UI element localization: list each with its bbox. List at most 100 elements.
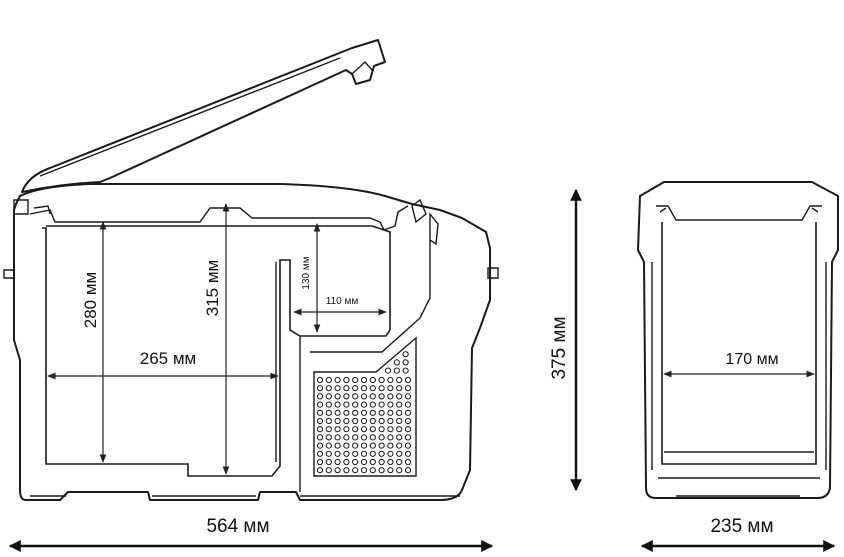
vent-hole — [387, 442, 394, 449]
vent-hole — [343, 417, 350, 425]
vent-hole — [387, 376, 394, 384]
vent-hole — [404, 376, 412, 384]
vent-hole — [316, 467, 324, 474]
vent-hole — [352, 434, 359, 441]
vent-hole — [334, 417, 341, 425]
vent-hole — [387, 426, 394, 433]
vent-hole — [325, 409, 332, 416]
vent-hole — [325, 450, 332, 457]
vent-hole — [325, 417, 332, 425]
vent-hole — [369, 442, 376, 449]
vent-hole — [378, 442, 385, 449]
vent-hole — [369, 393, 376, 400]
vent-hole — [334, 434, 341, 441]
vent-hole — [396, 385, 403, 392]
vent-hole — [325, 458, 332, 466]
vent-hole — [387, 450, 394, 457]
label-170: 170 мм — [725, 351, 778, 368]
label-130: 130 мм — [301, 256, 312, 289]
vent-hole — [334, 458, 341, 466]
vent-hole — [402, 351, 409, 358]
vent-hole — [352, 385, 359, 392]
vent-hole — [352, 442, 359, 449]
side-view — [3, 39, 499, 501]
vent-hole — [369, 434, 376, 441]
vent-hole — [396, 393, 403, 400]
inner-compartment — [42, 225, 391, 477]
vent-hole — [334, 393, 341, 400]
vent-hole — [352, 467, 359, 474]
vent-hole — [404, 442, 412, 449]
vent-hole — [334, 385, 341, 392]
open-lid — [21, 39, 386, 193]
vent-hole — [378, 401, 385, 408]
vent-hole — [352, 417, 359, 425]
vent-hole — [404, 409, 412, 416]
vent-hole — [343, 442, 350, 449]
vent-hole — [384, 367, 392, 374]
vent-hole — [325, 376, 332, 384]
vent-hole — [396, 467, 403, 474]
vent-hole — [325, 385, 332, 392]
front-view — [637, 181, 839, 499]
vent-hole — [360, 376, 368, 384]
front-body-outline — [637, 181, 839, 499]
vent-hole — [352, 409, 359, 416]
vent-hole — [343, 401, 350, 408]
front-inner-panel — [661, 222, 817, 465]
vent-hole — [393, 359, 400, 366]
vent-hole — [393, 367, 400, 374]
vent-hole — [343, 376, 350, 384]
label-280: 280 мм — [81, 272, 100, 328]
vent-hole — [316, 393, 324, 400]
label-265: 265 мм — [140, 349, 196, 368]
vent-hole — [402, 367, 409, 374]
vent-hole — [396, 426, 403, 433]
vent-hole — [378, 393, 385, 400]
vent-hole — [378, 376, 385, 384]
vent-hole — [387, 401, 394, 408]
label-564: 564 мм — [206, 516, 269, 537]
vent-hole — [334, 401, 341, 408]
vent-hole — [343, 434, 350, 441]
vent-hole — [352, 376, 359, 384]
vent-hole — [378, 385, 385, 392]
cooler-body-outline — [13, 183, 491, 501]
vent-hole — [402, 359, 409, 366]
vent-hole — [378, 409, 385, 416]
vent-hole — [387, 393, 394, 400]
vent-hole — [396, 442, 403, 449]
vent-hole — [360, 434, 368, 441]
vent-hole — [369, 467, 376, 474]
vent-hole — [352, 393, 359, 400]
vent-hole — [316, 385, 324, 392]
vent-hole — [404, 450, 412, 457]
vent-hole — [404, 426, 412, 433]
vent-hole — [404, 467, 412, 474]
vent-hole — [378, 467, 385, 474]
vent-hole — [360, 409, 368, 416]
vent-hole — [343, 426, 350, 433]
vent-hole — [396, 376, 403, 384]
vent-hole — [378, 417, 385, 425]
vent-hole — [343, 409, 350, 416]
vent-hole — [352, 450, 359, 457]
vent-hole — [387, 385, 394, 392]
vent-hole — [369, 401, 376, 408]
vent-hole — [387, 409, 394, 416]
vent-hole — [360, 393, 368, 400]
vent-hole — [352, 401, 359, 408]
vent-hole — [316, 401, 324, 408]
vent-hole — [360, 442, 368, 449]
vent-hole — [360, 450, 368, 457]
vent-hole — [325, 434, 332, 441]
vent-hole — [352, 426, 359, 433]
vent-hole — [387, 434, 394, 441]
vent-hole — [325, 393, 332, 400]
vent-hole — [396, 458, 403, 466]
vent-hole — [325, 401, 332, 408]
vent-hole — [396, 450, 403, 457]
vent-hole — [334, 442, 341, 449]
vent-hole — [343, 385, 350, 392]
